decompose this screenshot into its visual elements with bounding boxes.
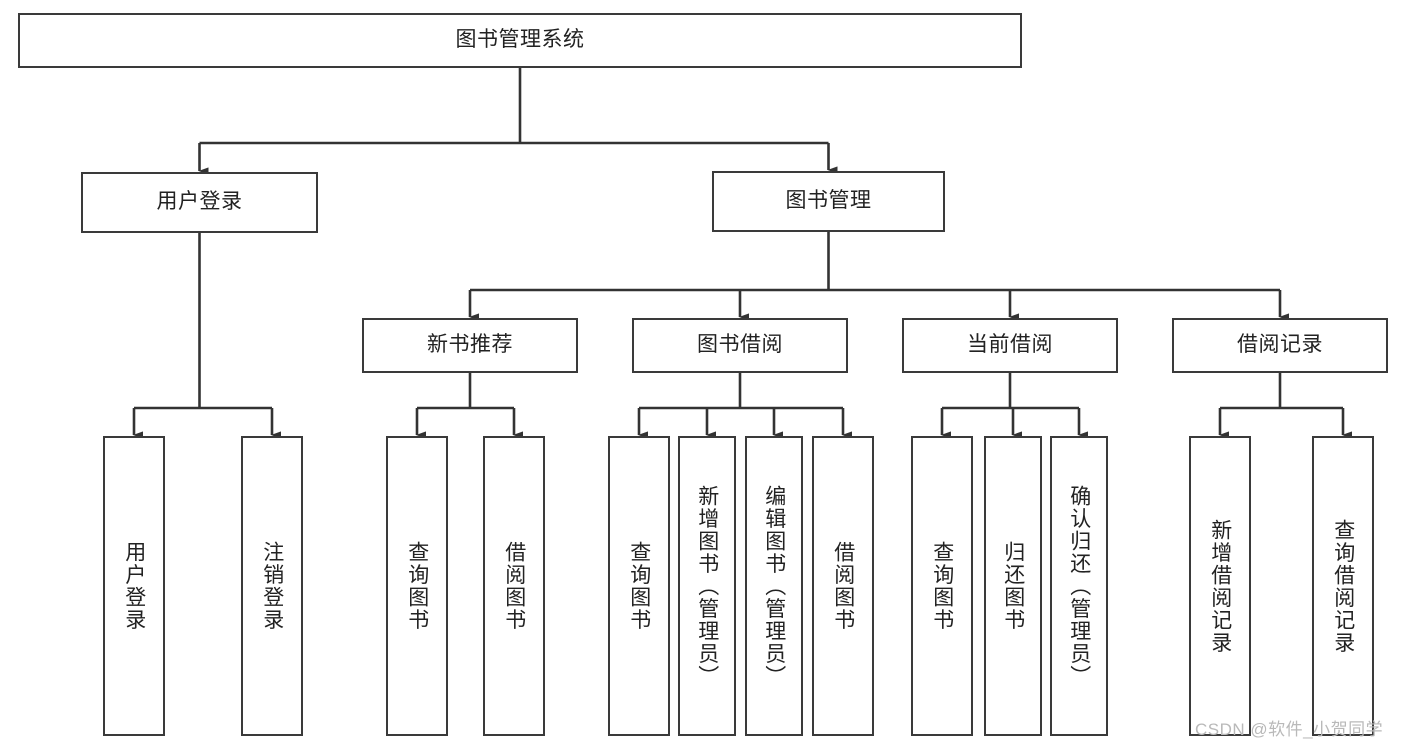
leaf-user-logout[interactable]: 注销登录	[241, 436, 303, 736]
leaf-return-book-label: 归还图书	[1001, 541, 1025, 631]
leaf-user-login-label: 用户登录	[122, 541, 146, 631]
leaf-borrow-book-1-label: 借阅图书	[502, 541, 526, 631]
node-book-borrow[interactable]: 图书借阅	[632, 318, 848, 373]
node-current-borrow[interactable]: 当前借阅	[902, 318, 1118, 373]
leaf-return-book[interactable]: 归还图书	[984, 436, 1042, 736]
node-user-login-label: 用户登录	[156, 190, 243, 214]
leaf-edit-book[interactable]: 编辑图书（管理员）	[745, 436, 803, 736]
node-new-book-recommend-label: 新书推荐	[427, 333, 513, 357]
leaf-query-book-3-label: 查询图书	[930, 541, 954, 631]
leaf-query-book-2[interactable]: 查询图书	[608, 436, 670, 736]
leaf-confirm-return[interactable]: 确认归还（管理员）	[1050, 436, 1108, 736]
leaf-user-logout-label: 注销登录	[260, 541, 284, 631]
leaf-query-book-3[interactable]: 查询图书	[911, 436, 973, 736]
node-book-manage[interactable]: 图书管理	[712, 171, 945, 232]
leaf-user-login[interactable]: 用户登录	[103, 436, 165, 736]
node-book-manage-label: 图书管理	[785, 189, 872, 213]
leaf-edit-book-label: 编辑图书（管理员）	[762, 484, 786, 688]
leaf-add-book-label: 新增图书（管理员）	[695, 484, 719, 688]
leaf-borrow-book-2-label: 借阅图书	[831, 541, 855, 631]
leaf-query-borrow-record[interactable]: 查询借阅记录	[1312, 436, 1374, 736]
node-root[interactable]: 图书管理系统	[18, 13, 1022, 68]
leaf-borrow-book-1[interactable]: 借阅图书	[483, 436, 545, 736]
leaf-confirm-return-label: 确认归还（管理员）	[1067, 484, 1091, 688]
node-borrow-record[interactable]: 借阅记录	[1172, 318, 1388, 373]
leaf-query-borrow-record-label: 查询借阅记录	[1331, 518, 1355, 654]
node-borrow-record-label: 借阅记录	[1237, 333, 1323, 357]
leaf-add-book[interactable]: 新增图书（管理员）	[678, 436, 736, 736]
leaf-add-borrow-record-label: 新增借阅记录	[1208, 518, 1232, 654]
leaf-query-book-2-label: 查询图书	[627, 541, 651, 631]
leaf-query-book-1-label: 查询图书	[405, 541, 429, 631]
node-new-book-recommend[interactable]: 新书推荐	[362, 318, 578, 373]
node-book-borrow-label: 图书借阅	[697, 333, 783, 357]
node-current-borrow-label: 当前借阅	[967, 333, 1053, 357]
node-root-label: 图书管理系统	[455, 28, 585, 52]
node-user-login[interactable]: 用户登录	[81, 172, 318, 233]
leaf-add-borrow-record[interactable]: 新增借阅记录	[1189, 436, 1251, 736]
leaf-query-book-1[interactable]: 查询图书	[386, 436, 448, 736]
leaf-borrow-book-2[interactable]: 借阅图书	[812, 436, 874, 736]
